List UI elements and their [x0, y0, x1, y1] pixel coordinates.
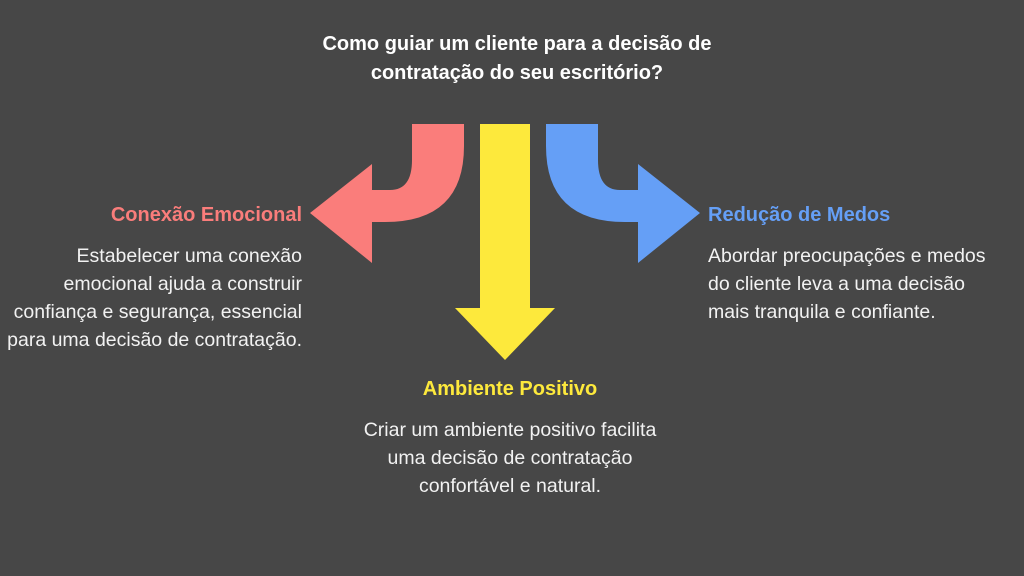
text-conexao-emocional: Estabelecer uma conexão emocional ajuda … [7, 245, 302, 351]
curved-arrow-right-icon [546, 124, 700, 263]
arrow-down-icon [455, 124, 555, 360]
text-ambiente-positivo: Criar um ambiente positivo facilita uma … [363, 419, 657, 497]
heading-reducao-de-medos: Redução de Medos [708, 204, 891, 226]
curved-arrow-left-icon [310, 124, 464, 263]
heading-ambiente-positivo: Ambiente Positivo [422, 378, 598, 400]
diagram-title: Como guiar um cliente para a decisão de … [322, 33, 712, 84]
heading-conexao-emocional: Conexão Emocional [110, 204, 302, 226]
text-reducao-de-medos: Abordar preocupações e medos do cliente … [708, 245, 986, 323]
